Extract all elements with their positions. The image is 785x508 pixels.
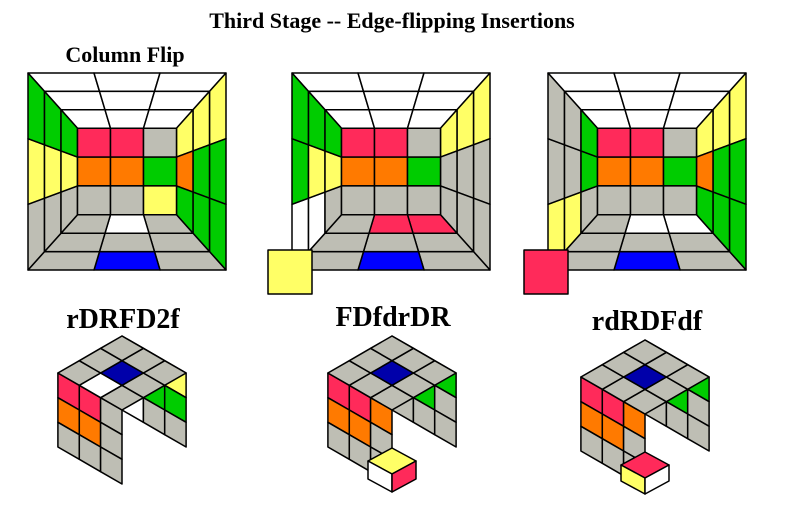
- isometric-cube-3: [580, 339, 710, 495]
- net-sticker: [362, 90, 420, 111]
- isometric-cube-1: [57, 335, 187, 485]
- net-sticker: [93, 72, 161, 93]
- net-sticker: [596, 156, 632, 187]
- cube-sticker: [391, 460, 417, 493]
- net-sticker: [357, 250, 425, 271]
- net-sticker: [662, 185, 698, 216]
- net-sticker: [406, 156, 442, 187]
- net-sticker: [624, 109, 670, 129]
- net-sticker: [109, 127, 145, 158]
- cube-sticker: [686, 413, 710, 452]
- net-sticker: [76, 156, 112, 187]
- net-sticker: [580, 150, 599, 193]
- net-sticker: [373, 127, 409, 158]
- net-sticker: [93, 250, 161, 271]
- net-sticker: [596, 127, 632, 158]
- net-sticker: [695, 150, 714, 193]
- net-sticker: [373, 185, 409, 216]
- isometric-cube-2: [327, 335, 457, 493]
- net-sticker: [104, 214, 150, 234]
- cube-sticker: [99, 335, 145, 362]
- page-title: Third Stage -- Edge-flipping Insertions: [209, 8, 575, 33]
- net-sticker: [728, 137, 747, 206]
- net-sticker: [456, 144, 475, 199]
- net-sticker: [340, 156, 376, 187]
- net-sticker: [472, 137, 491, 206]
- cube-net-2: [267, 72, 491, 295]
- net-sticker: [406, 127, 442, 158]
- net-sticker: [368, 109, 414, 129]
- net-sticker: [43, 144, 62, 199]
- cube-net-1: [27, 72, 227, 271]
- net-sticker: [60, 150, 79, 193]
- net-sticker: [368, 214, 414, 234]
- net-sticker: [142, 127, 178, 158]
- net-sticker: [618, 90, 676, 111]
- net-sticker: [324, 150, 343, 193]
- net-sticker: [109, 156, 145, 187]
- net-sticker: [629, 127, 665, 158]
- net-sticker: [547, 137, 566, 206]
- cube-sticker: [433, 409, 457, 448]
- net-sticker: [340, 185, 376, 216]
- move-sequence-3: rdRDFdf: [592, 306, 703, 337]
- net-sticker: [76, 127, 112, 158]
- net-sticker: [98, 232, 156, 253]
- net-sticker: [373, 156, 409, 187]
- net-sticker: [406, 185, 442, 216]
- net-sticker: [192, 144, 211, 199]
- displaced-edge-piece: [267, 249, 313, 295]
- cube-sticker: [622, 339, 668, 366]
- move-sequence-1: rDRFD2f: [66, 304, 180, 335]
- net-sticker: [362, 232, 420, 253]
- net-sticker: [596, 185, 632, 216]
- cube-sticker: [369, 335, 415, 362]
- net-sticker: [175, 150, 194, 193]
- net-sticker: [662, 127, 698, 158]
- section-label: Column Flip: [65, 42, 184, 67]
- net-sticker: [613, 72, 681, 93]
- net-sticker: [142, 185, 178, 216]
- net-sticker: [291, 137, 310, 206]
- net-sticker: [613, 250, 681, 271]
- cube-sticker: [644, 464, 670, 495]
- net-sticker: [629, 156, 665, 187]
- net-sticker: [624, 214, 670, 234]
- cube-net-3: [523, 72, 747, 295]
- net-sticker: [439, 150, 458, 193]
- net-sticker: [76, 185, 112, 216]
- net-sticker: [104, 109, 150, 129]
- cube-sticker: [99, 446, 123, 485]
- net-sticker: [27, 137, 46, 206]
- move-sequence-2: FDfdrDR: [335, 302, 451, 333]
- net-sticker: [340, 127, 376, 158]
- net-sticker: [142, 156, 178, 187]
- net-sticker: [618, 232, 676, 253]
- net-sticker: [712, 144, 731, 199]
- displaced-edge-piece: [523, 249, 569, 295]
- net-sticker: [109, 185, 145, 216]
- net-sticker: [208, 137, 227, 206]
- net-sticker: [523, 249, 569, 295]
- cube-sticker: [163, 409, 187, 448]
- net-sticker: [629, 185, 665, 216]
- net-sticker: [662, 156, 698, 187]
- net-sticker: [357, 72, 425, 93]
- net-sticker: [563, 144, 582, 199]
- net-sticker: [98, 90, 156, 111]
- net-sticker: [267, 249, 313, 295]
- net-sticker: [307, 144, 326, 199]
